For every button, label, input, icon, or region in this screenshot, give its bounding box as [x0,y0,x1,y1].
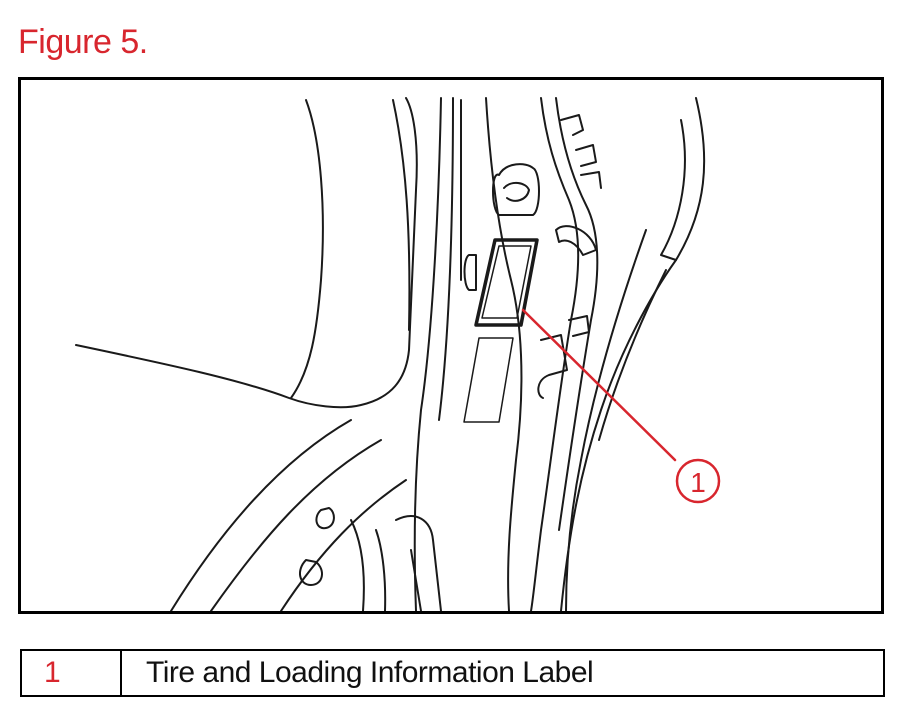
rocker-line [565,229,647,611]
floor-bolt [299,559,323,586]
striker-bracket [492,163,540,216]
callout-number: 1 [690,467,706,498]
door-edge-inner [555,97,599,531]
callout-leader-line [521,308,677,462]
pillar-clip [463,254,477,291]
info-label-inner [481,245,532,319]
seat-back-edge [290,99,324,399]
legend-number: 1 [22,651,122,695]
sill-line-2 [210,439,382,611]
seat-back-outline [75,97,418,409]
floor-ridge [350,519,387,611]
sill-line-1 [170,419,352,611]
pillar-right-edge [485,97,523,611]
lower-plate [463,337,514,423]
callout-circle [675,458,721,504]
hinge-upper [560,114,602,189]
pillar-left-edge [413,97,442,611]
floor-bolt-2 [315,507,335,530]
latch-bar [555,225,597,256]
seat-rail [395,515,442,611]
info-label-outline [474,238,539,327]
sill-line-3 [280,479,407,611]
seat-bolster [392,99,411,331]
door-pillar-illustration: 1 [75,97,721,611]
seat-rail-2 [410,549,422,611]
striker-loop [503,182,530,202]
legend-description: Tire and Loading Information Label [146,656,594,689]
body-panel-outer [660,97,706,261]
figure-title: Figure 5. [18,23,148,61]
legend-table: 1 Tire and Loading Information Label [20,649,885,697]
pillar-left-inner [438,97,454,421]
body-panel-sweep [598,269,667,441]
diagram-frame: 1 [18,77,884,614]
